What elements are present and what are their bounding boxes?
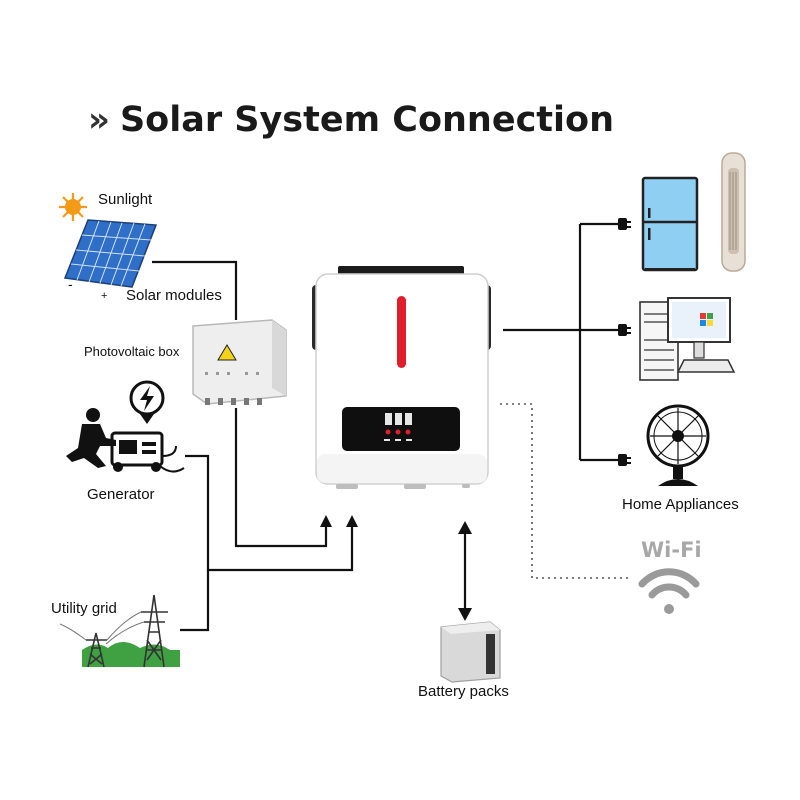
lcd-display [342, 407, 460, 451]
computer-icon [639, 297, 736, 381]
arrow-up-2 [346, 515, 358, 527]
line-solar-to-box [152, 260, 238, 320]
inverter-icon [312, 266, 491, 489]
chevron-right-icon: » [88, 100, 110, 140]
label-solar-modules: Solar modules [126, 287, 222, 304]
utility-grid-icon [59, 594, 180, 668]
battery-icon [440, 621, 501, 683]
arrow-battery-up [458, 521, 472, 534]
connection-lines [152, 222, 618, 632]
wifi-icon [638, 568, 700, 614]
label-polarity-negative: - [68, 276, 73, 292]
page-title: » Solar System Connection [88, 100, 614, 140]
line-wifi-dotted [500, 403, 632, 579]
label-home-appliances: Home Appliances [622, 496, 739, 513]
line-grid-to-bus [180, 570, 210, 632]
arrow-battery-down [458, 608, 472, 621]
desk-fan-icon [646, 404, 710, 486]
status-light-bar [397, 296, 406, 368]
photovoltaic-box-icon [192, 319, 287, 405]
label-photovoltaic-box: Photovoltaic box [84, 344, 180, 359]
label-polarity-positive: + [101, 290, 108, 302]
label-generator: Generator [87, 486, 155, 503]
fridge-icon [641, 176, 699, 272]
label-wifi: Wi-Fi [641, 538, 702, 562]
plug-icon [618, 218, 631, 466]
generator-icon [66, 380, 185, 473]
label-sunlight: Sunlight [98, 191, 153, 208]
arrow-up-1 [320, 515, 332, 527]
title-text: Solar System Connection [119, 100, 615, 140]
solar-panel-icon [63, 219, 158, 288]
line-box-to-inverter [234, 408, 328, 548]
arrow-heads [320, 515, 472, 621]
tower-fan-icon [721, 152, 746, 272]
label-utility-grid: Utility grid [51, 600, 117, 617]
label-battery-packs: Battery packs [418, 683, 509, 700]
sun-icon [59, 193, 87, 221]
